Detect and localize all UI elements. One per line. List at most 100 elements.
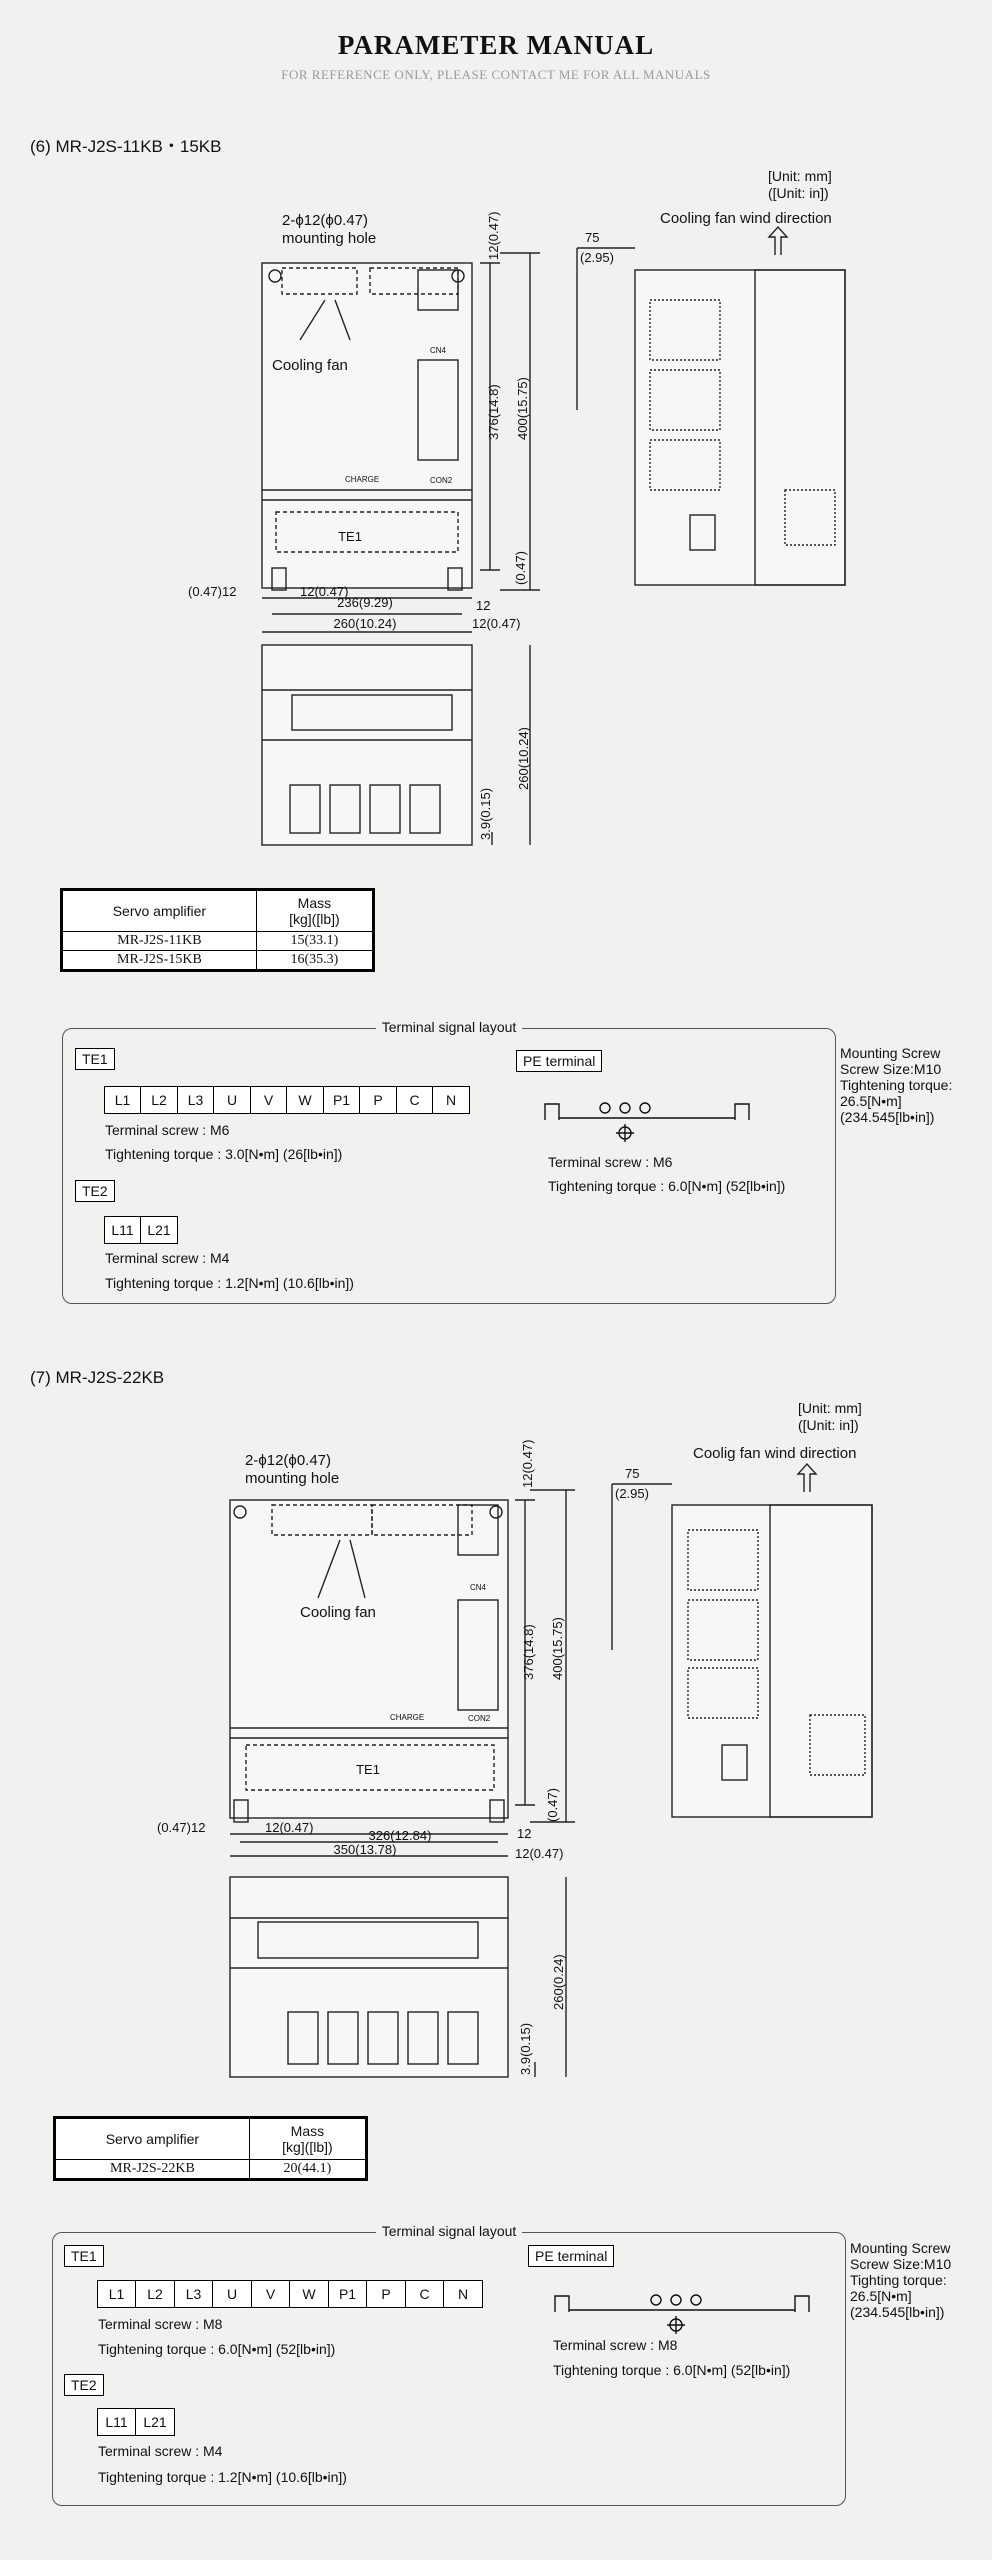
te1-torque: Tightening torque : 3.0[N•m] (26[lb•in]) xyxy=(105,1146,343,1162)
dim-376: 376(14.8) xyxy=(521,1624,536,1680)
con2-label: CON2 xyxy=(468,1714,491,1723)
te2-torque: Tightening torque : 1.2[N•m] (10.6[lb•in… xyxy=(105,1275,354,1291)
terminal-cell: L11 xyxy=(96,2408,137,2436)
cooling-fan-label: Cooling fan xyxy=(300,1604,376,1621)
dim-350: 350(13.78) xyxy=(334,1842,397,1857)
fan-direction-label: Cooling fan wind direction xyxy=(660,210,832,227)
terminal-cell: P xyxy=(366,2280,406,2308)
dim-400: 400(15.75) xyxy=(550,1617,565,1680)
te1-screw: Terminal screw : M8 xyxy=(98,2316,223,2332)
dim-top-12: 12(0.47) xyxy=(520,1440,535,1488)
section-title: (7) MR-J2S-22KB xyxy=(30,1368,165,1387)
page-subtitle: FOR REFERENCE ONLY, PLEASE CONTACT ME FO… xyxy=(281,67,711,82)
terminal-cell: L2 xyxy=(135,2280,175,2308)
terminal-cell: P1 xyxy=(322,1086,361,1114)
mounting-hole-label: mounting hole xyxy=(245,1470,339,1487)
te1-torque: Tightening torque : 6.0[N•m] (52[lb•in]) xyxy=(98,2341,336,2357)
te2-screw: Terminal screw : M4 xyxy=(105,1250,230,1266)
pe-torque: Tightening torque : 6.0[N•m] (52[lb•in]) xyxy=(553,2362,791,2378)
dim-260: 260(10.24) xyxy=(334,616,397,631)
pe-tag: PE terminal xyxy=(516,1050,603,1072)
charge-label: CHARGE xyxy=(390,1713,424,1722)
dim-400: 400(15.75) xyxy=(515,377,530,440)
dim-236: 236(9.29) xyxy=(337,595,393,610)
te2-screw: Terminal screw : M4 xyxy=(98,2443,223,2459)
terminal-cell: L2 xyxy=(140,1086,178,1114)
dim-right-047: 12(0.47) xyxy=(472,616,520,631)
terminal-cell: L11 xyxy=(103,1216,142,1244)
te2-tag: TE2 xyxy=(64,2374,104,2396)
terminal-cell: V xyxy=(249,1086,288,1114)
section-title: (6) MR-J2S-11KB・15KB xyxy=(30,137,222,156)
terminal-cell: L1 xyxy=(96,2280,137,2308)
te2-tag: TE2 xyxy=(75,1180,115,1202)
dim-39: 3.9(0.15) xyxy=(518,2023,533,2075)
dim-326: 326(12.84) xyxy=(369,1828,432,1843)
te2-terminal-row: L11 L21 xyxy=(96,2408,175,2436)
charge-label: CHARGE xyxy=(345,475,379,484)
dim-75: 75 xyxy=(625,1466,639,1481)
con2-label: CON2 xyxy=(430,476,453,485)
dim-bottom-047: (0.47) xyxy=(513,551,528,585)
terminal-signal-layout: Terminal signal layout xyxy=(62,1019,836,1304)
terminal-cell: N xyxy=(432,1086,470,1114)
mounting-hole-label: mounting hole xyxy=(282,230,376,247)
dim-295: (2.95) xyxy=(580,250,614,265)
fan-direction-label: Coolig fan wind direction xyxy=(693,1445,857,1462)
te1-label: TE1 xyxy=(356,1762,380,1777)
unit-label: [Unit: mm]([Unit: in]) xyxy=(768,168,832,201)
mounting-hole-spec: 2-ϕ12(ϕ0.47) xyxy=(245,1452,331,1469)
terminal-signal-layout: Terminal signal layout xyxy=(52,2223,846,2506)
dim-right-12: 12 xyxy=(476,598,490,613)
terminal-cell: N xyxy=(443,2280,483,2308)
terminal-cell: P xyxy=(359,1086,397,1114)
dim-left-047: (0.47)12 xyxy=(157,1820,205,1835)
mounting-hole-spec: 2-ϕ12(ϕ0.47) xyxy=(282,212,368,229)
te1-terminal-row: L1 L2 L3 U V W P1 P C N xyxy=(103,1086,470,1114)
cn4-label: CN4 xyxy=(430,346,447,355)
pe-screw: Terminal screw : M8 xyxy=(553,2337,678,2353)
dim-12-047: 12(0.47) xyxy=(300,584,348,599)
dim-376: 376(14.8) xyxy=(486,384,501,440)
terminal-cell: L21 xyxy=(135,2408,175,2436)
mass-table: Servo amplifier Mass[kg]([lb]) MR-J2S-22… xyxy=(53,2116,368,2181)
dim-h260: 260(10.24) xyxy=(516,727,531,790)
mass-header-mass: Mass[kg]([lb]) xyxy=(248,2117,368,2160)
terminal-layout-title: Terminal signal layout xyxy=(375,2223,523,2239)
terminal-cell: U xyxy=(213,1086,251,1114)
pe-screw: Terminal screw : M6 xyxy=(548,1154,673,1170)
te1-label: TE1 xyxy=(338,529,362,544)
dim-left-047: (0.47)12 xyxy=(188,584,236,599)
mass-header-model: Servo amplifier xyxy=(54,2117,250,2160)
terminal-cell: W xyxy=(286,1086,324,1114)
dim-39: 3.9(0.15) xyxy=(478,788,493,840)
dim-12-047: 12(0.47) xyxy=(265,1820,313,1835)
dim-75: 75 xyxy=(585,230,599,245)
pe-torque: Tightening torque : 6.0[N•m] (52[lb•in]) xyxy=(548,1178,786,1194)
terminal-layout-title: Terminal signal layout xyxy=(375,1019,523,1035)
dim-top-12: 12(0.47) xyxy=(486,212,501,260)
dim-295: (2.95) xyxy=(615,1486,649,1501)
terminal-cell: V xyxy=(250,2280,291,2308)
cooling-fan-label: Cooling fan xyxy=(272,357,348,374)
dim-right-047: 12(0.47) xyxy=(515,1846,563,1861)
dim-h260: 260(0.24) xyxy=(551,1954,566,2010)
terminal-cell: L3 xyxy=(173,2280,214,2308)
terminal-cell: L21 xyxy=(140,1216,178,1244)
pe-tag: PE terminal xyxy=(528,2245,615,2267)
te2-terminal-row: L11 L21 xyxy=(103,1216,178,1244)
te1-tag: TE1 xyxy=(64,2245,104,2267)
terminal-cell: W xyxy=(289,2280,329,2308)
te1-screw: Terminal screw : M6 xyxy=(105,1122,230,1138)
terminal-cell: C xyxy=(395,1086,434,1114)
unit-label: [Unit: mm]([Unit: in]) xyxy=(798,1400,862,1433)
mass-table: Servo amplifier Mass[kg]([lb]) MR-J2S-11… xyxy=(60,888,375,972)
pe-terminal-icon xyxy=(554,2294,810,2334)
cn4-label: CN4 xyxy=(470,1583,487,1592)
